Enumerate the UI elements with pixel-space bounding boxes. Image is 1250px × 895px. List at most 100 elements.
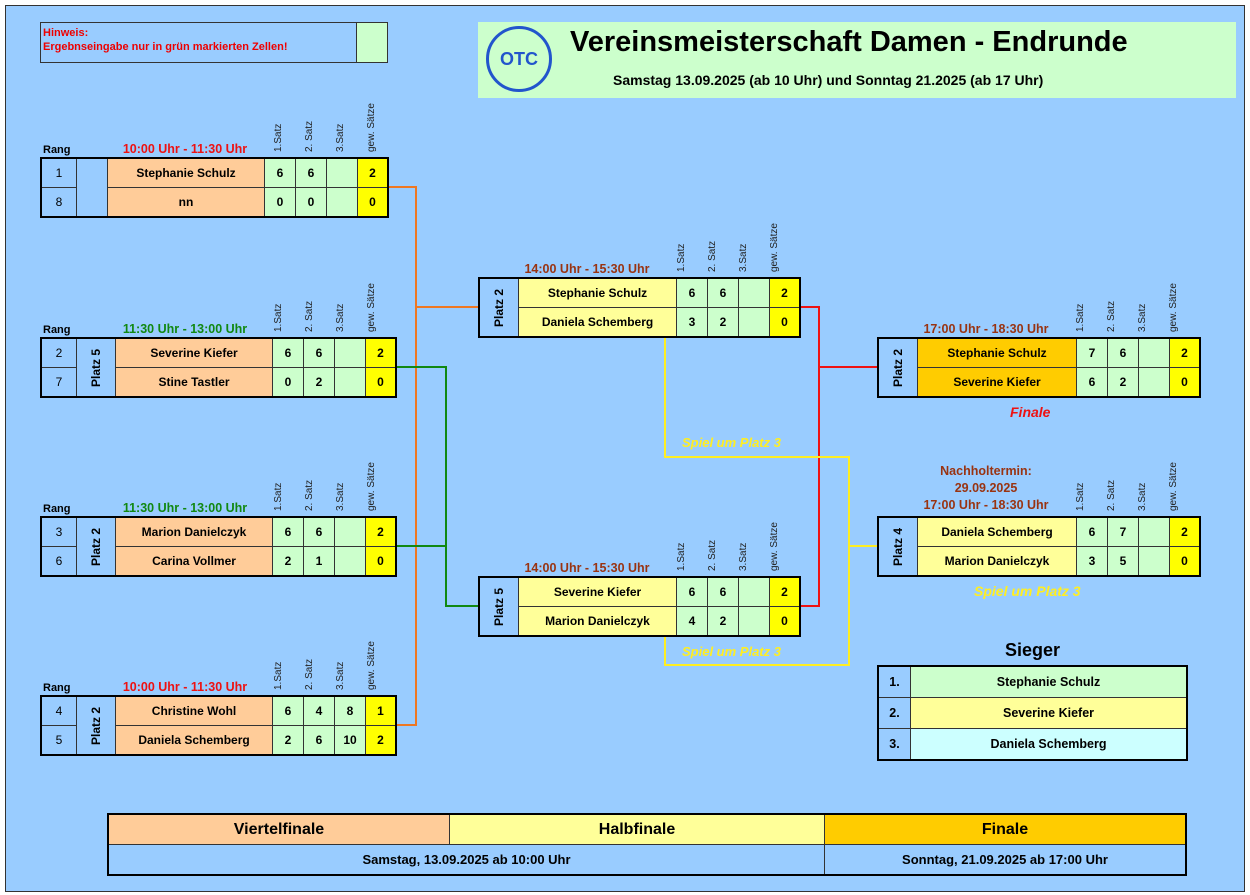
set-3-score[interactable]: 10 <box>334 725 367 756</box>
set-2-score[interactable]: 2 <box>707 606 740 637</box>
set-1-score[interactable]: 6 <box>264 157 296 188</box>
hint-text: Ergebnseingabe nur in grün markierten Ze… <box>43 41 288 53</box>
set-2-score[interactable]: 0 <box>295 187 327 218</box>
set-3-score[interactable] <box>1138 367 1171 398</box>
sieger-table: 1.Stephanie Schulz 2.Severine Kiefer 3.D… <box>877 665 1188 761</box>
set-2-score[interactable]: 2 <box>707 307 740 338</box>
set-3-score[interactable] <box>326 157 358 188</box>
player-name: Marion Danielczyk <box>917 546 1078 577</box>
set-2-score[interactable]: 4 <box>303 695 336 726</box>
set-header: 1.Satz <box>1075 303 1086 332</box>
set-3-score[interactable] <box>334 516 367 547</box>
set-3-score[interactable] <box>738 277 771 308</box>
legend-quarterfinal: Viertelfinale <box>107 813 450 845</box>
match-time: Nachholtermin: 29.09.2025 17:00 Uhr - 18… <box>923 464 1049 512</box>
set-header: 3.Satz <box>335 303 346 332</box>
set-1-score[interactable]: 2 <box>272 725 305 756</box>
player-name: nn <box>107 187 265 218</box>
winner-name: Severine Kiefer <box>910 697 1188 729</box>
set-header: 2. Satz <box>304 120 315 152</box>
rank: 1 <box>40 157 77 188</box>
set-3-score[interactable] <box>738 576 771 607</box>
set-header: gew. Sätze <box>769 223 780 272</box>
sets-won: 2 <box>365 337 397 368</box>
set-2-score[interactable]: 6 <box>303 516 336 547</box>
set-header: gew. Sätze <box>366 283 377 332</box>
set-3-score[interactable] <box>738 606 771 637</box>
set-3-score[interactable] <box>334 337 367 368</box>
set-1-score[interactable]: 6 <box>1076 516 1109 547</box>
set-2-score[interactable]: 6 <box>707 277 740 308</box>
legend-final: Finale <box>824 813 1187 845</box>
green-sample-cell <box>356 23 387 62</box>
set-1-score[interactable]: 6 <box>676 576 709 607</box>
legend-saturday: Samstag, 13.09.2025 ab 10:00 Uhr <box>107 844 825 876</box>
set-2-score[interactable]: 7 <box>1107 516 1140 547</box>
set-header: 2. Satz <box>304 658 315 690</box>
set-1-score[interactable]: 3 <box>1076 546 1109 577</box>
rank: 6 <box>40 546 77 577</box>
match-time: 14:00 Uhr - 15:30 Uhr <box>524 561 650 575</box>
set-2-score[interactable]: 6 <box>303 725 336 756</box>
match-time: 14:00 Uhr - 15:30 Uhr <box>524 262 650 276</box>
set-2-score[interactable]: 2 <box>1107 367 1140 398</box>
set-1-score[interactable]: 6 <box>272 516 305 547</box>
set-2-score[interactable]: 5 <box>1107 546 1140 577</box>
set-3-score[interactable] <box>326 187 358 218</box>
match-time: 17:00 Uhr - 18:30 Uhr <box>923 322 1049 336</box>
set-header: 2. Satz <box>707 240 718 272</box>
sets-won: 2 <box>357 157 389 188</box>
set-2-score[interactable]: 6 <box>295 157 327 188</box>
legend-semifinal: Halbfinale <box>449 813 825 845</box>
platz-label: Platz 5 <box>492 587 507 626</box>
set-1-score[interactable]: 0 <box>272 367 305 398</box>
set-1-score[interactable]: 0 <box>264 187 296 218</box>
set-2-score[interactable]: 1 <box>303 546 336 577</box>
set-1-score[interactable]: 6 <box>1076 367 1109 398</box>
set-3-score[interactable] <box>334 546 367 577</box>
set-2-score[interactable]: 6 <box>303 337 336 368</box>
platz-cell: Platz 2 <box>75 695 117 756</box>
set-1-score[interactable]: 6 <box>676 277 709 308</box>
set-2-score[interactable]: 6 <box>707 576 740 607</box>
player-name: Severine Kiefer <box>518 576 678 607</box>
set-1-score[interactable]: 6 <box>272 337 305 368</box>
set-1-score[interactable]: 6 <box>272 695 305 726</box>
rang-label: Rang <box>43 324 71 336</box>
set-3-score[interactable] <box>738 307 771 338</box>
set-2-score[interactable]: 6 <box>1107 337 1140 368</box>
set-3-score[interactable] <box>1138 516 1171 547</box>
set-3-score[interactable] <box>1138 546 1171 577</box>
set-3-score[interactable] <box>334 367 367 398</box>
set-3-score[interactable] <box>1138 337 1171 368</box>
rank: 3 <box>40 516 77 547</box>
set-1-score[interactable]: 3 <box>676 307 709 338</box>
set-2-score[interactable]: 2 <box>303 367 336 398</box>
sets-won: 2 <box>1169 337 1201 368</box>
sets-won: 0 <box>365 546 397 577</box>
header-banner: OTC Vereinsmeisterschaft Damen - Endrund… <box>478 22 1236 98</box>
set-header: 1.Satz <box>273 482 284 511</box>
set-1-score[interactable]: 7 <box>1076 337 1109 368</box>
set-1-score[interactable]: 4 <box>676 606 709 637</box>
player-name: Stephanie Schulz <box>518 277 678 308</box>
set-header: 1.Satz <box>676 542 687 571</box>
legend-sunday: Sonntag, 21.09.2025 ab 17:00 Uhr <box>824 844 1187 876</box>
set-header: 3.Satz <box>335 123 346 152</box>
set-3-score[interactable]: 8 <box>334 695 367 726</box>
player-name: Daniela Schemberg <box>518 307 678 338</box>
set-1-score[interactable]: 2 <box>272 546 305 577</box>
